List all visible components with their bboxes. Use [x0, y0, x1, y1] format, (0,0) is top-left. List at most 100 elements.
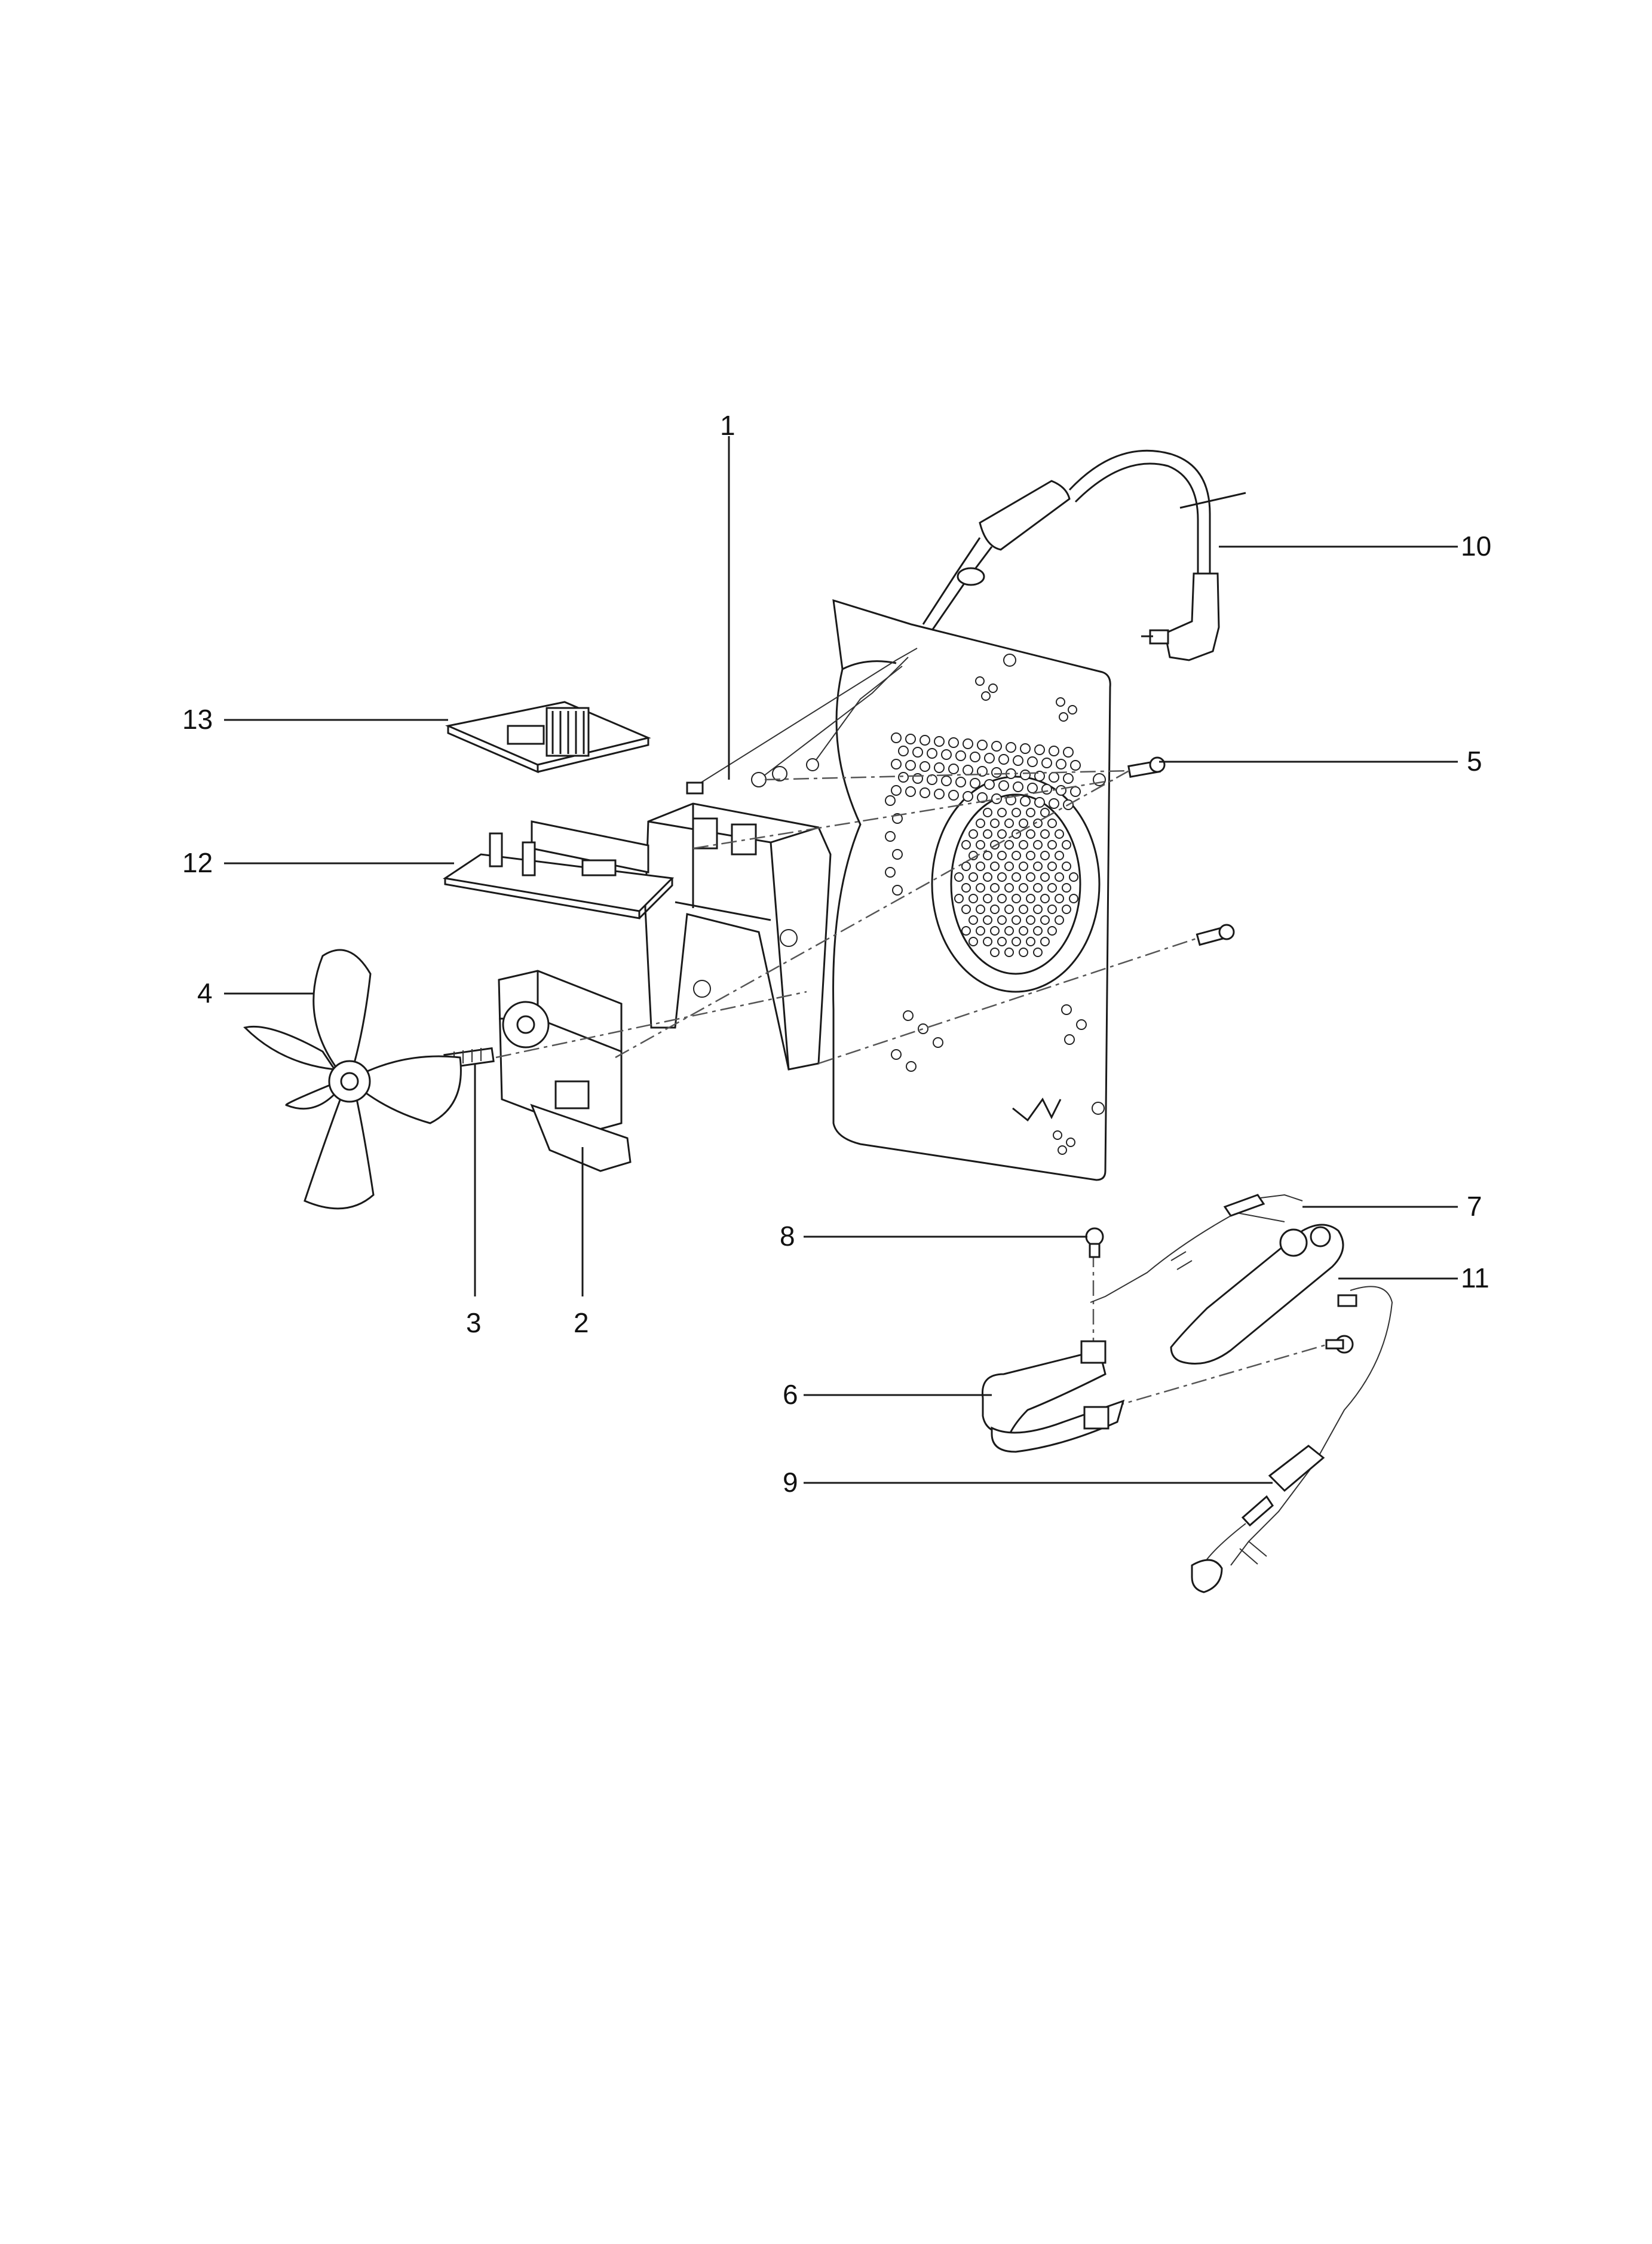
vent-hole: [1059, 712, 1068, 722]
power-cord: [922, 449, 1246, 661]
vent-hole: [1040, 808, 1050, 817]
vent-hole: [976, 926, 985, 936]
vent-hole: [990, 905, 1000, 914]
vent-hole: [1047, 905, 1057, 914]
vent-hole: [1063, 773, 1074, 784]
vent-hole: [948, 790, 959, 801]
callout-10: 10: [1461, 531, 1491, 562]
vent-hole: [1066, 1138, 1075, 1147]
vent-hole: [1019, 905, 1028, 914]
vent-hole: [898, 772, 909, 783]
vent-hole: [977, 792, 988, 803]
vent-hole: [891, 732, 902, 743]
vent-hole: [1006, 742, 1016, 753]
vent-hole: [968, 894, 978, 903]
vent-hole: [1019, 862, 1028, 871]
vent-hole: [1020, 770, 1031, 780]
vent-hole: [990, 883, 1000, 893]
vent-hole: [1033, 926, 1043, 936]
callout-12: 12: [182, 847, 213, 878]
vent-hole: [1026, 851, 1035, 860]
vent-hole: [1040, 872, 1050, 882]
callout-9: 9: [783, 1467, 798, 1498]
vent-hole: [997, 851, 1007, 860]
vent-hole: [1019, 840, 1028, 850]
vent-hole: [1019, 926, 1028, 936]
vent-hole: [984, 753, 995, 764]
vent-hole: [1056, 697, 1065, 707]
fan-blade: [243, 949, 462, 1210]
vent-hole: [998, 754, 1009, 765]
callout-13: 13: [182, 704, 213, 735]
vent-hole: [927, 774, 937, 785]
vent-hole: [963, 791, 973, 802]
callout-6: 6: [783, 1379, 798, 1410]
vent-hole: [1020, 743, 1031, 754]
vent-hole: [905, 786, 916, 797]
vent-hole: [1012, 808, 1021, 817]
vent-hole: [997, 808, 1007, 817]
mounting-bracket: [644, 802, 832, 1071]
vent-hole: [1061, 1004, 1072, 1015]
vent-hole: [1012, 872, 1021, 882]
vent-hole: [970, 778, 980, 789]
vent-hole: [961, 883, 971, 893]
callout-labels: 1 2 3 4 5 6 7 8 9 10 11 12 13: [182, 410, 1491, 1498]
vent-hole: [1004, 948, 1014, 957]
vent-hole: [955, 750, 966, 761]
vent-hole: [905, 760, 916, 771]
vent-hole: [997, 894, 1007, 903]
vent-hole: [955, 777, 966, 787]
vent-hole: [885, 795, 896, 806]
vent-hole: [1019, 818, 1028, 828]
callout-2: 2: [574, 1307, 589, 1338]
control-pcb: [445, 701, 651, 774]
vent-hole: [1019, 883, 1028, 893]
vent-hole: [983, 829, 992, 839]
ventilation-holes: [885, 676, 1087, 1155]
vent-hole: [1012, 937, 1021, 946]
vent-hole: [1056, 785, 1066, 796]
vent-hole: [970, 752, 980, 762]
vent-hole: [976, 840, 985, 850]
vent-hole: [1004, 883, 1014, 893]
callout-5: 5: [1467, 746, 1482, 777]
vent-hole: [1055, 851, 1064, 860]
vent-hole: [1040, 915, 1050, 925]
leader-lines: [224, 436, 1458, 1484]
vent-hole: [1069, 894, 1078, 903]
vent-hole: [1034, 744, 1045, 755]
callout-8: 8: [780, 1221, 795, 1252]
power-board: [443, 820, 675, 919]
vent-hole: [933, 1037, 943, 1048]
vent-hole: [977, 740, 988, 750]
vent-hole: [1055, 829, 1064, 839]
vent-hole: [983, 808, 992, 817]
vent-hole: [963, 738, 973, 749]
vent-hole: [1056, 759, 1066, 770]
vent-hole: [1062, 840, 1071, 850]
vent-hole: [1058, 1145, 1067, 1155]
vent-hole: [918, 1023, 928, 1034]
vent-hole: [1047, 818, 1057, 828]
vent-hole: [1004, 862, 1014, 871]
callout-11: 11: [1461, 1262, 1489, 1293]
vent-hole: [1047, 840, 1057, 850]
vent-hole: [1047, 883, 1057, 893]
screw-5: [1127, 756, 1235, 946]
vent-hole: [934, 762, 945, 773]
vent-hole: [983, 937, 992, 946]
vent-hole: [981, 691, 991, 701]
vent-hole: [997, 915, 1007, 925]
vent-hole: [1026, 872, 1035, 882]
vent-hole: [1033, 948, 1043, 957]
vent-hole: [990, 818, 1000, 828]
callout-3: 3: [466, 1307, 482, 1338]
vent-hole: [983, 915, 992, 925]
vent-hole: [984, 779, 995, 790]
callout-4: 4: [197, 977, 213, 1008]
vent-hole: [1049, 746, 1059, 756]
vent-hole: [1013, 781, 1023, 792]
vent-hole: [990, 948, 1000, 957]
vent-hole: [1026, 829, 1035, 839]
